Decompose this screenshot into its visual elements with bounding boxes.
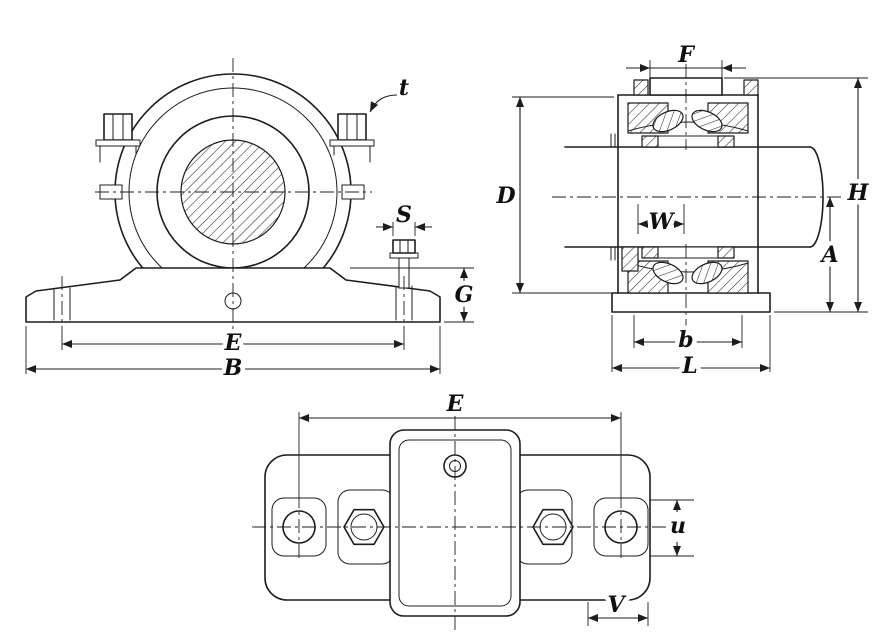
dim-label-E-front: E xyxy=(224,330,243,356)
dim-label-V: V xyxy=(607,592,626,618)
front-view: t S G E B xyxy=(25,58,478,386)
dim-S xyxy=(376,222,432,236)
dim-label-W: W xyxy=(649,209,676,235)
dim-label-E-plan: E xyxy=(446,391,465,417)
dim-label-b: b xyxy=(678,327,693,353)
dim-H xyxy=(724,77,868,313)
dim-W xyxy=(637,204,685,234)
dim-D xyxy=(512,96,614,294)
dim-label-t: t xyxy=(399,75,409,101)
dim-t-leader xyxy=(369,94,398,113)
adapter-locknut xyxy=(621,246,639,272)
cap-screw-left xyxy=(633,79,649,96)
cap-bolt-left xyxy=(95,113,141,163)
bearing-bottom-half xyxy=(621,246,749,294)
dim-b xyxy=(633,315,743,348)
dim-G xyxy=(350,267,474,323)
dim-E-plan xyxy=(298,412,622,494)
dim-E-front xyxy=(61,326,405,350)
dim-label-B: B xyxy=(223,355,243,381)
dim-F xyxy=(626,60,746,92)
dim-L xyxy=(611,315,771,372)
dim-V xyxy=(587,602,649,626)
housing-section xyxy=(610,77,771,313)
dim-label-F: F xyxy=(677,42,695,68)
dim-B xyxy=(25,326,441,374)
base-slot-left xyxy=(53,287,71,321)
cap-body-inner xyxy=(398,439,512,607)
cap-bolt-right xyxy=(329,113,375,163)
base-slot-right xyxy=(395,285,413,321)
dim-label-L: L xyxy=(681,353,697,379)
dim-label-S: S xyxy=(396,202,412,228)
dim-label-A: A xyxy=(819,242,838,268)
roller-top-right xyxy=(691,109,723,133)
dim-label-H: H xyxy=(847,180,870,206)
dim-label-u: u xyxy=(670,513,686,539)
roller-bottom-right xyxy=(691,261,723,285)
cap-screw-right xyxy=(743,79,759,96)
bearing-top-half xyxy=(627,102,749,148)
roller-bottom-left xyxy=(652,261,684,285)
plan-view: E u V xyxy=(252,391,694,630)
roller-top-left xyxy=(652,109,684,133)
dim-u xyxy=(650,499,694,557)
dim-label-G: G xyxy=(455,282,474,308)
dim-label-D: D xyxy=(495,183,515,209)
section-view: F D W A H xyxy=(491,42,874,384)
